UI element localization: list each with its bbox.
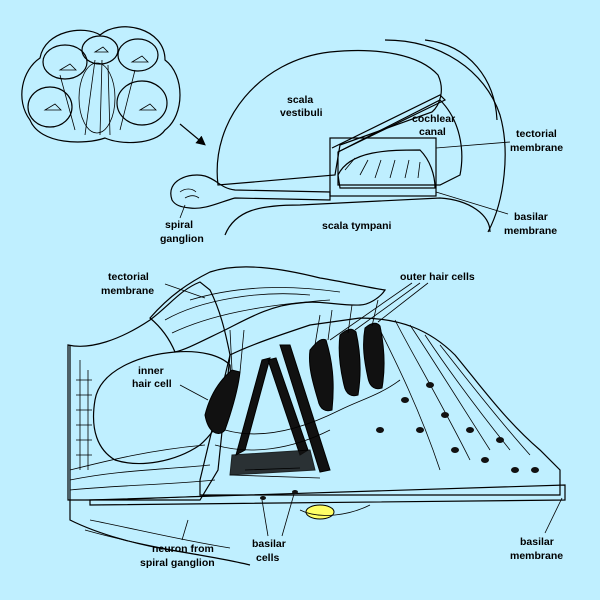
- label-basilar-cells: basilar cells: [252, 493, 295, 564]
- svg-text:spiral ganglion: spiral ganglion: [140, 557, 215, 569]
- svg-text:scala tympani: scala tympani: [322, 220, 392, 232]
- svg-text:canal: canal: [419, 126, 446, 138]
- label-tectorial-membrane-main: tectorial membrane: [101, 271, 206, 299]
- svg-text:ganglion: ganglion: [160, 233, 204, 245]
- svg-text:membrane: membrane: [101, 285, 154, 297]
- svg-text:outer hair cells: outer hair cells: [400, 271, 475, 283]
- svg-text:vestibuli: vestibuli: [280, 107, 323, 119]
- svg-text:scala: scala: [287, 94, 313, 106]
- organ-of-corti: [67, 266, 566, 566]
- outer-hair-cell-shape: [309, 338, 334, 412]
- label-tectorial-membrane-top: tectorial membrane: [435, 128, 563, 154]
- svg-text:basilar: basilar: [514, 211, 548, 223]
- cochlear-canal-region: [337, 99, 463, 186]
- svg-text:inner: inner: [138, 365, 164, 377]
- reissner-membrane: [331, 94, 447, 153]
- svg-text:hair cell: hair cell: [132, 378, 172, 390]
- scala-tympani-wall: [224, 197, 491, 236]
- label-inner-hair-cell: inner hair cell: [132, 365, 209, 401]
- label-scala-vestibuli: scala vestibuli: [280, 94, 323, 119]
- label-scala-tympani: scala tympani: [322, 220, 392, 232]
- cochlea-spiral-thumbnail: [21, 26, 181, 144]
- label-neuron-from-spiral-ganglion: neuron from spiral ganglion: [140, 519, 215, 569]
- organ-of-corti-small: [337, 149, 436, 189]
- svg-text:neuron from: neuron from: [152, 543, 214, 555]
- svg-text:basilar: basilar: [520, 536, 554, 548]
- zoom-box: [329, 137, 437, 197]
- label-basilar-membrane-main: basilar membrane: [510, 497, 563, 562]
- svg-text:spiral: spiral: [165, 219, 193, 231]
- svg-text:cells: cells: [256, 552, 280, 564]
- label-outer-hair-cells: outer hair cells: [329, 271, 475, 341]
- svg-text:membrane: membrane: [504, 225, 557, 237]
- svg-text:cochlear: cochlear: [412, 113, 455, 125]
- svg-text:membrane: membrane: [510, 142, 563, 154]
- spiral-limbus: [67, 281, 231, 501]
- label-spiral-ganglion: spiral ganglion: [160, 204, 204, 245]
- svg-text:membrane: membrane: [510, 550, 563, 562]
- spiral-ganglion-shape: [170, 174, 331, 209]
- svg-text:tectorial: tectorial: [516, 128, 557, 140]
- label-cochlear-canal: cochlear canal: [412, 113, 455, 138]
- neuron-fibers: [69, 444, 221, 501]
- outer-wall: [384, 39, 506, 233]
- tectorial-membrane: [149, 266, 386, 353]
- zoom-arrow: [179, 123, 206, 146]
- svg-text:tectorial: tectorial: [108, 271, 149, 283]
- svg-text:basilar: basilar: [252, 538, 286, 550]
- cochlear-cross-section: [170, 39, 506, 236]
- organ-of-corti-cells: [199, 317, 561, 496]
- inner-hair-cell-shape: [204, 369, 241, 434]
- label-basilar-membrane-top: basilar membrane: [435, 191, 557, 237]
